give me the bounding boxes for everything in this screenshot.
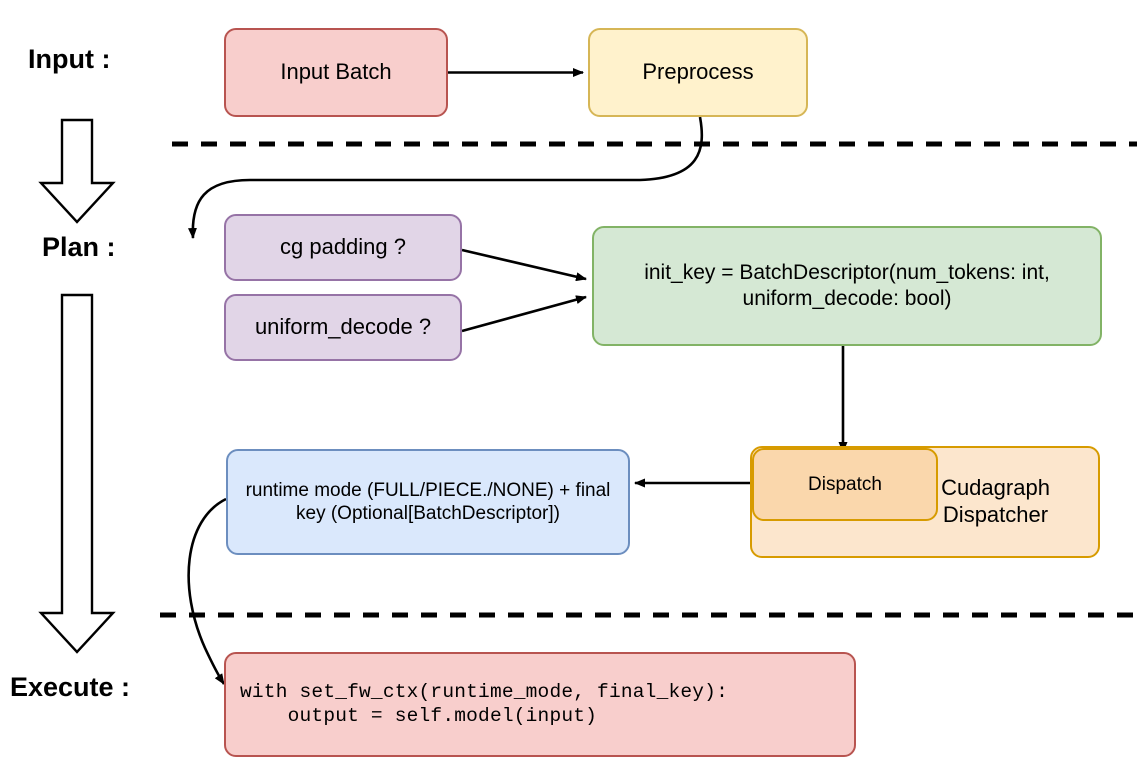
- stage-label-plan: Plan :: [42, 232, 116, 262]
- node-code-block-label: with set_fw_ctx(runtime_mode, final_key)…: [240, 680, 728, 727]
- node-dispatch[interactable]: Dispatch: [752, 448, 938, 521]
- node-runtime-mode[interactable]: runtime mode (FULL/PIECE./NONE) + final …: [226, 449, 630, 555]
- node-cudagraph-dispatcher-label: Cudagraph Dispatcher: [941, 475, 1050, 527]
- edge-preprocess-to-cg-padding: [187, 116, 704, 239]
- node-runtime-mode-label: runtime mode (FULL/PIECE./NONE) + final …: [245, 479, 611, 524]
- edge-uniform-decode-to-init-key: [461, 295, 587, 333]
- edge-runtime-mode-to-code-block: [187, 497, 227, 685]
- node-input-batch-label: Input Batch: [280, 59, 392, 85]
- node-code-block[interactable]: with set_fw_ctx(runtime_mode, final_key)…: [224, 652, 856, 757]
- node-dispatch-label: Dispatch: [808, 473, 882, 495]
- node-init-key-label: init_key = BatchDescriptor(num_tokens: i…: [644, 261, 1050, 310]
- plan-to-execute-flow-arrow: [38, 293, 116, 654]
- node-preprocess-label: Preprocess: [642, 59, 754, 85]
- node-uniform-decode[interactable]: uniform_decode ?: [224, 294, 462, 361]
- input-to-plan-flow-arrow: [38, 118, 116, 224]
- node-init-key[interactable]: init_key = BatchDescriptor(num_tokens: i…: [592, 226, 1102, 346]
- edge-cg-padding-to-init-key: [461, 248, 587, 282]
- stage-label-execute: Execute :: [10, 672, 131, 702]
- stage-label-input: Input :: [28, 44, 111, 74]
- node-cg-padding-label: cg padding ?: [280, 234, 406, 260]
- node-uniform-decode-label: uniform_decode ?: [254, 314, 432, 340]
- node-input-batch[interactable]: Input Batch: [224, 28, 448, 117]
- node-cg-padding[interactable]: cg padding ?: [224, 214, 462, 281]
- node-preprocess[interactable]: Preprocess: [588, 28, 808, 117]
